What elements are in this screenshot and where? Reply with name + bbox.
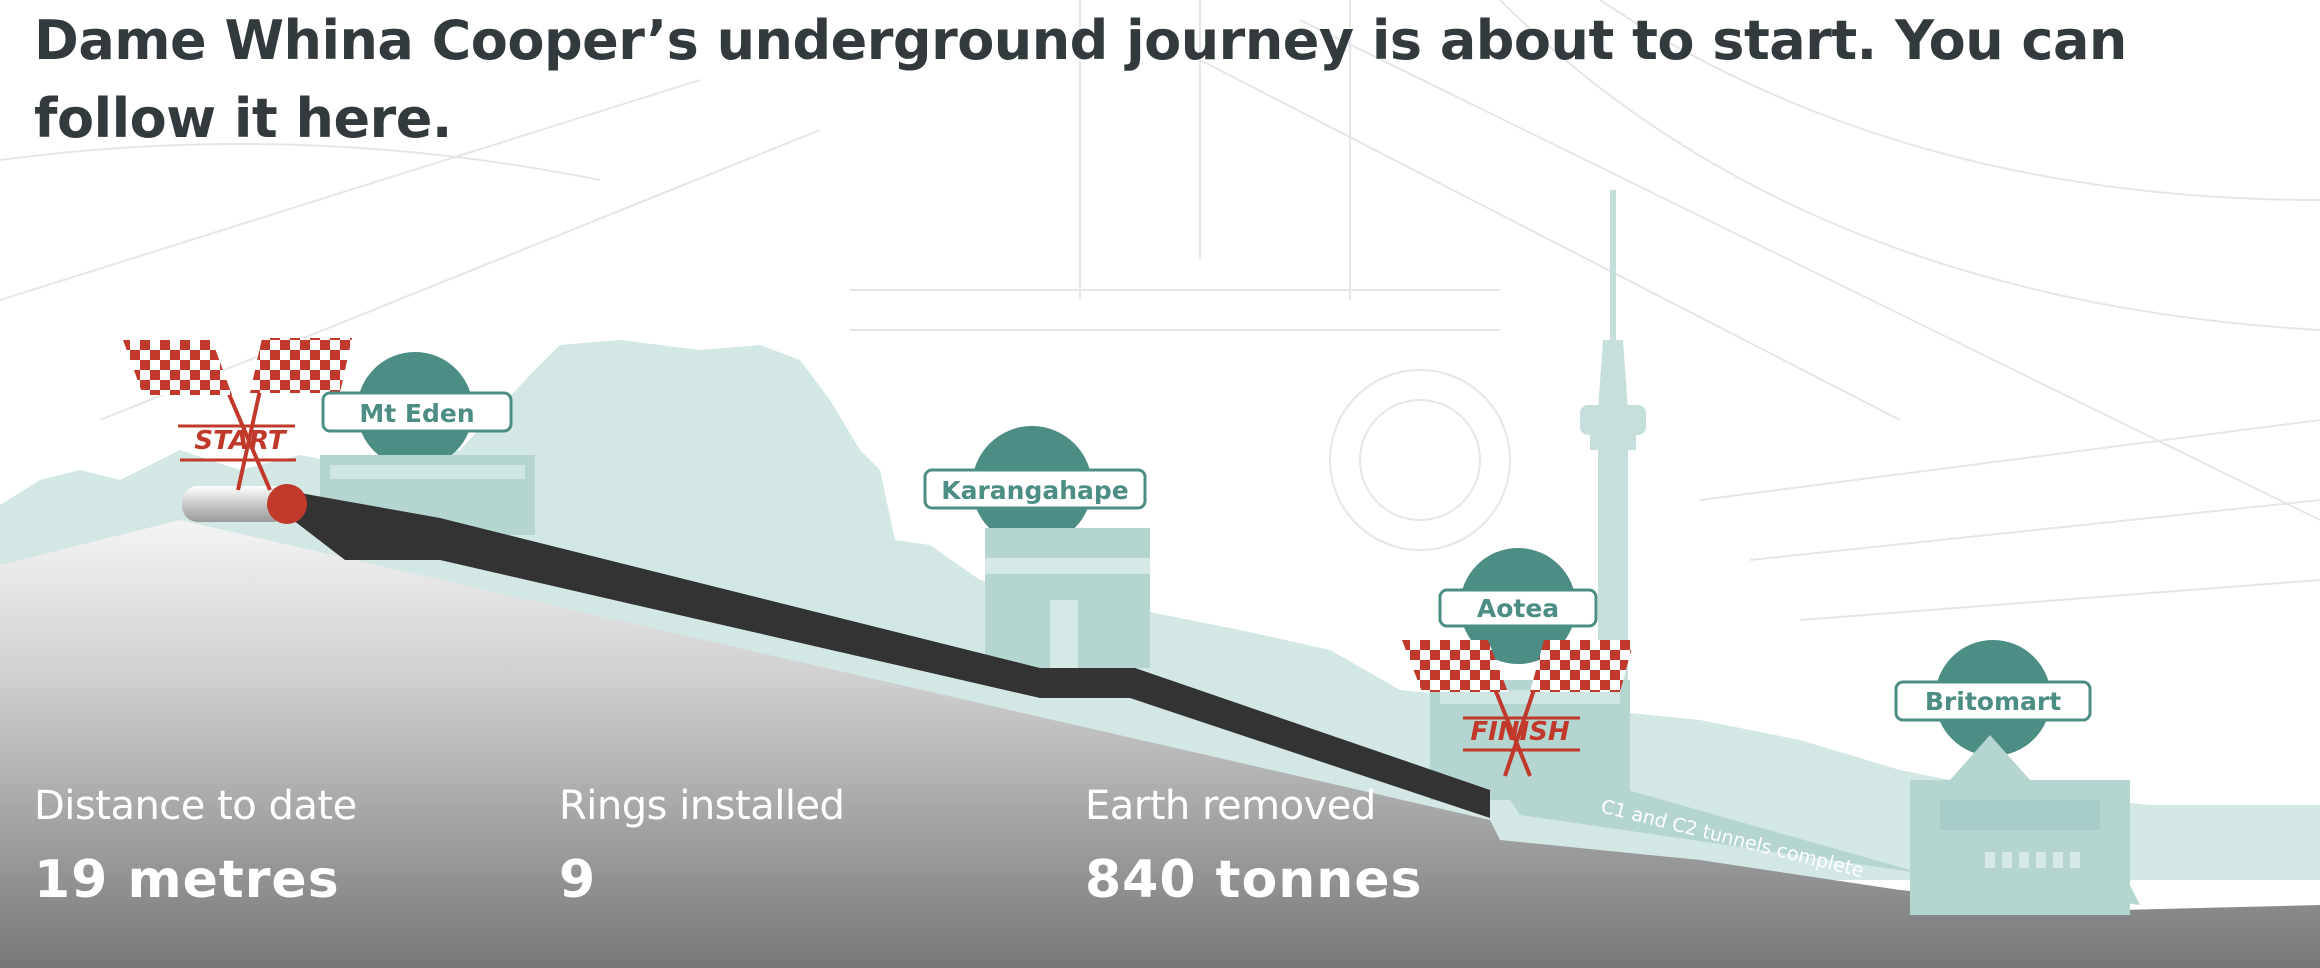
station-label-mt-eden: Mt Eden xyxy=(321,391,513,433)
station-name: Karangahape xyxy=(941,476,1129,505)
stat-rings: Rings installed 9 xyxy=(559,778,845,912)
stat-label: Rings installed xyxy=(559,783,845,829)
station-name: Mt Eden xyxy=(359,399,474,428)
background-sketch xyxy=(0,0,2320,621)
tunnel-route xyxy=(280,493,1490,818)
stat-label: Earth removed xyxy=(1085,783,1376,829)
station-label-britomart: Britomart xyxy=(1894,680,2092,722)
stat-earth: Earth removed 840 tonnes xyxy=(1085,778,1423,912)
stat-distance: Distance to date 19 metres xyxy=(34,778,357,912)
boring-machine xyxy=(182,484,307,524)
start-flags-icon xyxy=(123,338,352,491)
finish-flags-icon xyxy=(1402,640,1634,777)
stat-value: 840 tonnes xyxy=(1085,850,1423,910)
station-label-karangahape: Karangahape xyxy=(923,468,1147,510)
page-title: Dame Whina Cooper’s underground journey … xyxy=(34,9,2127,150)
completed-tunnel-band xyxy=(1490,770,2140,905)
stat-label: Distance to date xyxy=(34,783,357,829)
station-name: Aotea xyxy=(1477,594,1559,623)
station-label-aotea: Aotea xyxy=(1438,588,1598,628)
station-building-karangahape xyxy=(972,426,1150,668)
finish-label: FINISH xyxy=(1470,717,1570,747)
station-name: Britomart xyxy=(1925,687,2061,716)
ground xyxy=(0,520,2320,968)
stat-value: 9 xyxy=(559,850,597,910)
stat-value: 19 metres xyxy=(34,850,340,910)
start-label: START xyxy=(194,426,287,456)
